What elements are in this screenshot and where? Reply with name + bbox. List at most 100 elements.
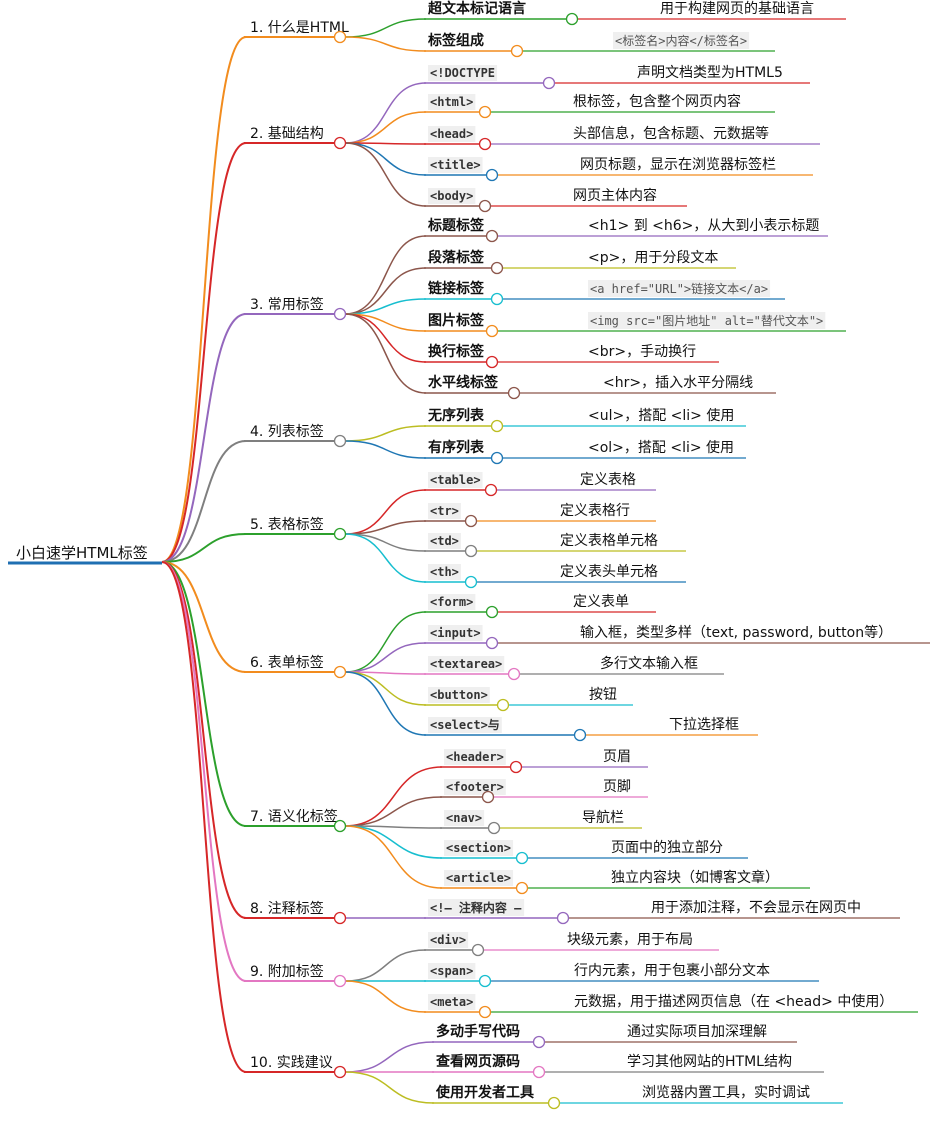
branch-6-child-2-desc: 输入框，类型多样（text, password, button等） — [580, 624, 892, 641]
branch-5-child-4-label: <th> — [430, 565, 459, 579]
branch-5-child-1-desc: 定义表格 — [580, 472, 636, 488]
branch-7-child-2-link — [344, 796, 443, 827]
branch-2-node — [333, 136, 347, 150]
branch-7-link — [161, 561, 247, 827]
branch-7-child-1-node — [509, 760, 523, 774]
branch-9-child-1-label-bg — [428, 932, 469, 948]
branch-3-child-6-label: 水平线标签 — [428, 374, 499, 391]
branch-7-child-1-desc: 页眉 — [603, 749, 631, 765]
branch-3-child-3-link — [344, 298, 427, 315]
branch-6-child-4-label-bg — [428, 687, 490, 703]
branch-7-child-2-label: <footer> — [446, 780, 504, 794]
branch-5-child-3-node — [464, 544, 478, 558]
branch-6-child-4-link — [344, 671, 427, 706]
branch-1-label: 1. 什么是HTML — [250, 20, 349, 36]
branch-3-child-2-link — [344, 267, 427, 315]
branch-2-child-5-node — [478, 199, 492, 213]
branch-6-child-1-link — [344, 611, 427, 673]
branch-7-child-3-link — [344, 825, 443, 829]
branch-6-child-2-link — [344, 642, 427, 673]
branch-7-child-2-label-bg — [444, 779, 506, 795]
branch-8-node — [333, 911, 347, 925]
branch-1-child-2-label: 标签组成 — [427, 32, 484, 49]
branch-9-child-1-label: <div> — [430, 933, 466, 947]
branch-9-child-2-label: <span> — [430, 964, 473, 978]
branch-7-child-4-desc: 页面中的独立部分 — [611, 840, 723, 856]
branch-8-child-1-node — [556, 911, 570, 925]
branch-2-child-3-link — [344, 142, 427, 145]
branch-2-child-4-label-bg — [428, 157, 483, 173]
root-topic: 小白速学HTML标签 — [16, 544, 148, 562]
branch-6-child-3-desc: 多行文本输入框 — [600, 655, 698, 672]
branch-3-child-4-link — [344, 313, 427, 332]
branch-8-child-1-desc: 用于添加注释，不会显示在网页中 — [651, 900, 861, 916]
branch-4-child-2-link — [344, 440, 427, 459]
branch-6-child-1-desc: 定义表单 — [573, 594, 629, 610]
branch-2-label: 2. 基础结构 — [250, 125, 324, 142]
branch-2-child-2-node — [478, 105, 492, 119]
branch-3-child-5-link — [344, 313, 427, 363]
branch-4-link — [161, 440, 247, 563]
branch-9-child-3-desc: 元数据，用于描述网页信息（在 <head> 中使用） — [574, 993, 893, 1010]
branch-4-child-2-node — [490, 451, 504, 465]
branch-6-child-1-label: <form> — [430, 595, 473, 609]
branch-2-child-2-label: <html> — [430, 95, 473, 109]
branch-3-child-3-node — [490, 292, 504, 306]
branch-6-child-2-label-bg — [428, 625, 483, 641]
branch-2-child-5-link — [344, 142, 427, 207]
branch-7-child-3-desc: 导航栏 — [582, 810, 624, 826]
branch-5-child-1-node — [484, 483, 498, 497]
branch-4-node — [333, 434, 347, 448]
branch-5-child-4-desc: 定义表头单元格 — [560, 564, 658, 580]
branch-6-child-3-label: <textarea> — [430, 657, 502, 671]
branch-8-child-1-label: <!— 注释内容 — — [430, 900, 522, 915]
branch-1-child-2-link — [344, 36, 427, 52]
branch-2-child-5-label-bg — [428, 188, 476, 204]
branch-5-child-2-label: <tr> — [430, 504, 459, 518]
branch-7-label: 7. 语义化标签 — [250, 808, 338, 825]
branch-3-child-1-link — [344, 235, 427, 315]
branch-10-child-1-link — [344, 1041, 435, 1073]
branch-7-child-5-label: <article> — [446, 871, 511, 885]
branch-7-child-1-label: <header> — [446, 750, 504, 764]
branch-2-child-2-link — [344, 111, 427, 144]
branch-2-child-5-desc: 网页主体内容 — [573, 187, 657, 204]
branch-8-child-1-label-bg — [428, 899, 525, 916]
branch-7-child-5-node — [515, 881, 529, 895]
branch-2-child-4-desc: 网页标题，显示在浏览器标签栏 — [580, 156, 776, 173]
branch-3-child-5-desc: <br>，手动换行 — [588, 343, 696, 360]
branch-4-child-1-desc: <ul>，搭配 <li> 使用 — [588, 407, 734, 424]
branch-2-child-4-label: <title> — [430, 158, 481, 172]
branch-5-child-4-link — [344, 533, 427, 583]
branch-5-child-3-label-bg — [428, 533, 461, 549]
branch-7-child-4-link — [344, 825, 443, 859]
branch-7-child-5-link — [344, 825, 443, 889]
branch-3-child-4-label: 图片标签 — [428, 312, 485, 329]
branch-1-child-1-link — [344, 18, 427, 38]
branch-7-child-4-label-bg — [444, 840, 514, 856]
branch-6-child-4-desc: 按钮 — [589, 687, 617, 703]
branch-6-child-1-node — [485, 605, 499, 619]
branch-3-child-3-label: 链接标签 — [428, 280, 485, 297]
branch-5-child-1-label: <table> — [430, 473, 481, 487]
branch-9-child-2-label-bg — [428, 963, 476, 979]
branch-3-child-4-desc-bg — [588, 312, 826, 329]
branch-3-child-6-desc: <hr>，插入水平分隔线 — [603, 375, 753, 391]
branch-9-child-1-desc: 块级元素，用于布局 — [567, 932, 693, 948]
branch-9-node — [333, 974, 347, 988]
branch-9-child-3-node — [478, 1005, 492, 1019]
branch-3-child-1-desc: <h1> 到 <h6>，从大到小表示标题 — [588, 218, 819, 234]
branch-2-child-1-node — [542, 76, 556, 90]
branch-10-child-1-label: 多动手写代码 — [436, 1023, 520, 1040]
branch-10-child-3-label: 使用开发者工具 — [435, 1084, 534, 1101]
branch-3-child-3-desc-bg — [588, 280, 771, 297]
branch-2-child-3-label: <head> — [430, 127, 473, 141]
branch-2-child-4-link — [344, 142, 427, 176]
branch-6-child-1-label-bg — [428, 594, 476, 610]
branch-7-child-3-node — [487, 821, 501, 835]
branch-6-child-5-label: <select>与 — [430, 718, 500, 732]
branch-6-child-3-label-bg — [428, 656, 505, 672]
branch-3-child-6-node — [507, 386, 521, 400]
branch-5-label: 5. 表格标签 — [250, 516, 324, 533]
branch-2-child-4-node — [485, 168, 499, 182]
